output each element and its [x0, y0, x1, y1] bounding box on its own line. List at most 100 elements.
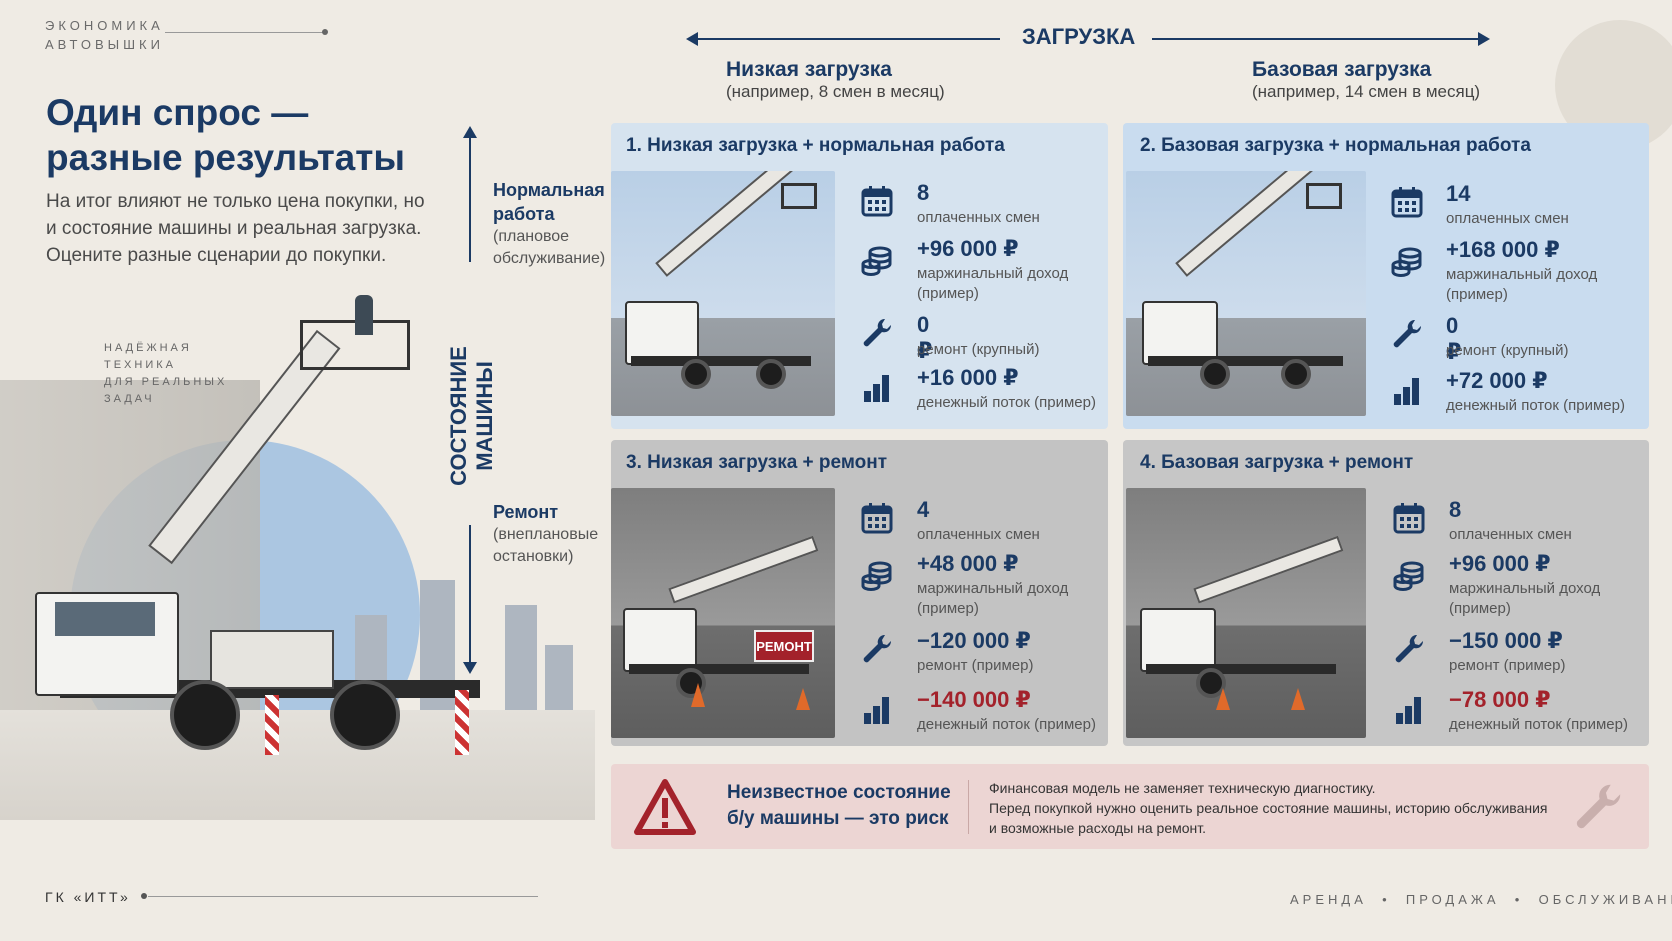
truck-chassis: [1146, 664, 1336, 674]
coins-icon: [1393, 561, 1424, 592]
row-title: Нормальная: [493, 180, 605, 200]
traffic-cone-icon: [691, 683, 705, 707]
metric-value: 0 ₽: [1446, 313, 1462, 364]
arrow-up-icon: [463, 126, 477, 138]
company-name: ГК «ИТТ»: [45, 889, 131, 905]
metric-value: −78 000 ₽: [1449, 687, 1551, 712]
title-line-1: Один спрос —: [46, 92, 309, 133]
slogan-line: НАДЁЖНАЯ: [104, 342, 192, 354]
truck-windshield: [55, 602, 155, 636]
wheel: [1196, 668, 1226, 698]
wrench-icon: [1576, 784, 1621, 829]
kicker-dot: [322, 29, 328, 35]
card-title: 1. Низкая загрузка + нормальная работа: [626, 135, 1005, 156]
scenario-card-3: 3. Низкая загрузка + ремонт РЕМОНТ: [611, 440, 1108, 746]
metric-label: ремонт (крупный): [1446, 342, 1569, 359]
scenario-card-4: 4. Базовая загрузка + ремонт: [1123, 440, 1649, 746]
truck-chassis: [631, 356, 811, 366]
metric-value: −150 000 ₽: [1449, 628, 1563, 653]
axis-vertical-label: СОСТОЯНИЕ МАШИНЫ: [446, 346, 497, 486]
metric-value: 8: [917, 180, 930, 205]
card-title: 3. Низкая загрузка + ремонт: [626, 452, 888, 473]
truck-cab: [1140, 608, 1216, 672]
worker-figure: [355, 295, 373, 335]
arrow-down-icon: [463, 662, 477, 674]
metric-label: ремонт (крупный): [917, 341, 1040, 358]
kicker-line-1: ЭКОНОМИКА: [45, 18, 164, 33]
wheel: [1281, 359, 1311, 389]
metric-value: +16 000 ₽: [917, 365, 1019, 390]
row-subtitle: остановки): [493, 548, 574, 565]
wrench-icon: [863, 318, 892, 347]
metric-label-line: (пример): [917, 285, 979, 302]
crane-boom: [655, 171, 801, 277]
axis-arrow-up: [469, 132, 471, 262]
warning-icon: [634, 779, 696, 835]
axis-arrow-right: [1152, 38, 1480, 40]
outrigger: [455, 690, 469, 755]
crane-boom: [1175, 171, 1328, 277]
crane-basket: [1306, 183, 1342, 209]
slogan-line: ДЛЯ РЕАЛЬНЫХ: [104, 376, 228, 388]
metric-label: ремонт (пример): [917, 657, 1034, 674]
slogan-line: ЗАДАЧ: [104, 393, 155, 405]
metric-label-line: маржинальный доход: [917, 580, 1069, 597]
risk-text-line: Финансовая модель не заменяет техническу…: [989, 780, 1376, 796]
risk-title-line: б/у машины — это риск: [727, 808, 949, 829]
wheel: [681, 359, 711, 389]
services-line: АРЕНДА • ПРОДАЖА • ОБСЛУЖИВАНИЕ: [1290, 892, 1672, 907]
risk-text-line: и возможные расходы на ремонт.: [989, 820, 1207, 836]
column-subtitle: (например, 14 смен в месяц): [1252, 82, 1481, 101]
metric-value: 4: [917, 497, 930, 522]
risk-text: Финансовая модель не заменяет техническу…: [989, 778, 1547, 838]
repair-photo: РЕМОНТ: [611, 488, 835, 738]
row-header-repair: Ремонт (внеплановые остановки): [493, 500, 598, 568]
column-header-low: Низкая загрузка (например, 8 смен в меся…: [726, 58, 945, 102]
metric-value: 8: [1449, 497, 1462, 522]
arrow-left-icon: [686, 32, 698, 46]
card-title: 2. Базовая загрузка + нормальная работа: [1140, 135, 1531, 156]
metric-label: денежный поток (пример): [1449, 716, 1628, 733]
metric-label: маржинальный доход (пример): [917, 264, 1068, 304]
bar-chart-icon: [1394, 378, 1419, 405]
metric-label: денежный поток (пример): [917, 394, 1096, 411]
column-title: Низкая загрузка: [726, 58, 892, 81]
calendar-icon: [861, 503, 893, 534]
axis-arrow-down: [469, 525, 471, 665]
metric-label-line: маржинальный доход: [917, 265, 1069, 282]
metric-label: денежный поток (пример): [917, 716, 1096, 733]
metric-value: +168 000 ₽: [1446, 237, 1560, 262]
slogan-line: ТЕХНИКА: [104, 359, 176, 371]
bar-chart-icon: [864, 697, 889, 724]
calendar-icon: [1393, 503, 1425, 534]
metric-value: −120 000 ₽: [917, 628, 1031, 653]
metric-value: −140 000 ₽: [917, 687, 1031, 712]
metric-label: оплаченных смен: [917, 209, 1040, 226]
hero-illustration: [0, 295, 595, 820]
repair-photo: [1126, 488, 1366, 738]
metric-label-line: (пример): [1446, 286, 1508, 303]
truck-cab: [623, 608, 697, 672]
axis-horizontal-label: ЗАГРУЗКА: [1022, 24, 1136, 49]
risk-banner: Неизвестное состояние б/у машины — это р…: [611, 764, 1649, 849]
footer-dot: [141, 893, 147, 899]
ground: [0, 710, 595, 820]
wheel: [1200, 359, 1230, 389]
metric-label: ремонт (пример): [1449, 657, 1566, 674]
kicker-rule: [165, 32, 325, 33]
kicker-line-2: АВТОВЫШКИ: [45, 37, 164, 52]
title-line-2: разные результаты: [46, 137, 405, 178]
truck-photo: [1126, 171, 1366, 416]
kicker: ЭКОНОМИКА АВТОВЫШКИ: [45, 18, 164, 52]
row-subtitle: (плановое: [493, 228, 570, 245]
footer-rule: [148, 896, 538, 897]
scenario-card-1: 1. Низкая загрузка + нормальная работа: [611, 123, 1108, 429]
row-header-normal: Нормальная работа (плановое обслуживание…: [493, 178, 605, 270]
metric-value: +96 000 ₽: [917, 236, 1019, 261]
repair-sign: РЕМОНТ: [754, 630, 814, 662]
metric-value: +96 000 ₽: [1449, 551, 1551, 576]
crane-boom: [1193, 535, 1344, 604]
truck-cab: [625, 301, 699, 365]
lead-text: На итог влияют не только цена покупки, н…: [46, 191, 425, 266]
bar-chart-icon: [864, 375, 889, 402]
